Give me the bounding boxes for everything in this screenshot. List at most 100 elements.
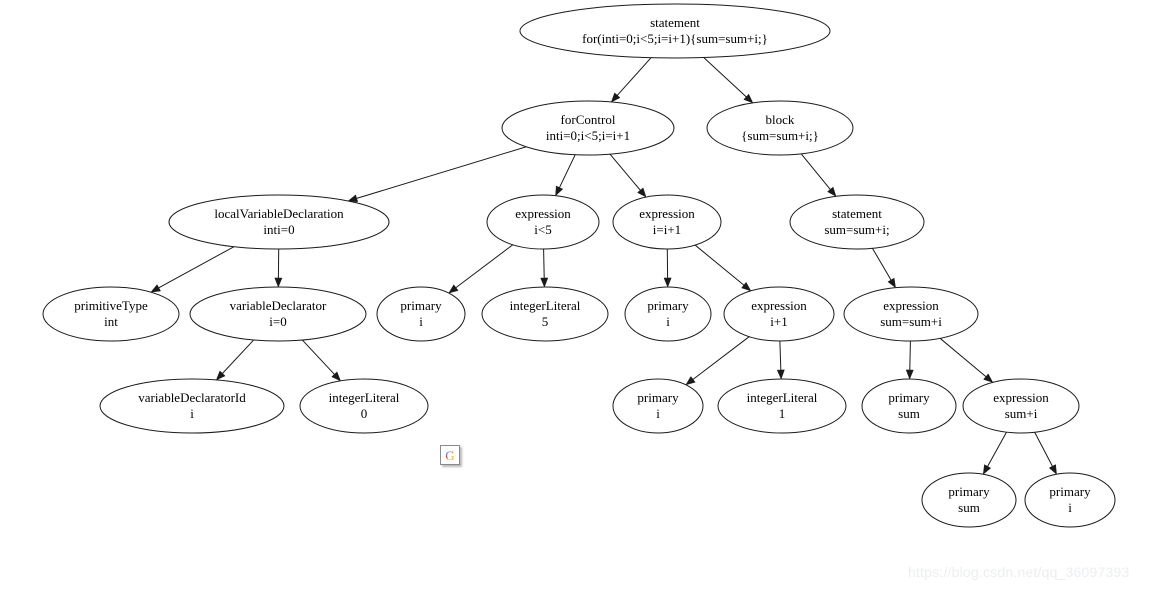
node-ellipse <box>612 378 704 434</box>
edge-line <box>909 340 911 371</box>
node-label-text: int <box>104 314 118 329</box>
node-ellipse <box>612 194 722 250</box>
node-ellipse <box>921 472 1017 528</box>
tree-edge <box>610 57 652 103</box>
tree-edge <box>1034 432 1057 475</box>
edge-arrowhead <box>637 187 647 198</box>
edge-line <box>987 431 1007 467</box>
tree-edge <box>905 340 914 380</box>
node-label-text: 0 <box>361 406 368 421</box>
node-label-text: i=0 <box>269 314 286 329</box>
edge-arrowhead <box>887 277 896 289</box>
node-ellipse <box>481 286 609 342</box>
node-label-text: sum=sum+i <box>880 314 942 329</box>
node-ellipse <box>299 378 429 434</box>
node-ellipse <box>717 378 847 434</box>
node-label-text: i <box>419 314 423 329</box>
edge-line <box>609 153 641 191</box>
node-label-rule: expression <box>751 298 807 313</box>
tree-edge <box>448 244 514 294</box>
node-label-text: inti=0;i<5;i=i+1 <box>546 128 630 143</box>
edge-arrowhead <box>540 277 549 288</box>
node-label-rule: expression <box>515 206 571 221</box>
node-ellipse <box>189 286 367 342</box>
node-label-text: sum=sum+i; <box>824 222 889 237</box>
edge-line <box>616 57 652 96</box>
tree-edge <box>703 57 754 104</box>
node-label-text: i <box>666 314 670 329</box>
edge-arrowhead <box>555 185 564 197</box>
node-ellipse <box>42 286 180 342</box>
edge-arrowhead <box>663 277 672 288</box>
edge-line <box>1034 432 1053 467</box>
node-label-rule: integerLiteral <box>510 298 581 313</box>
edge-line <box>301 339 335 375</box>
node-label-text: 1 <box>779 406 786 421</box>
tree-edge <box>301 339 341 382</box>
tree-edge <box>694 244 752 292</box>
edge-line <box>800 153 831 190</box>
edge-arrowhead <box>610 92 621 103</box>
node-label-rule: primary <box>948 484 990 499</box>
node-ellipse <box>624 286 712 342</box>
tree-edge <box>800 153 837 197</box>
edge-arrowhead <box>150 284 161 293</box>
node-label-text: sum+i <box>1005 406 1038 421</box>
tree-edge <box>871 248 896 289</box>
node-label-rule: integerLiteral <box>329 390 400 405</box>
tree-edge <box>685 336 750 386</box>
edge-line <box>694 244 745 286</box>
tree-edge <box>274 248 283 288</box>
node-label-text: sum <box>898 406 920 421</box>
tree-node[interactable]: statementfor(inti=0;i<5;i=i+1){sum=sum+i… <box>519 3 831 59</box>
node-label-text: i<5 <box>534 222 551 237</box>
tree-edge <box>982 431 1007 475</box>
node-label-rule: primitiveType <box>74 298 148 313</box>
edges-layer <box>150 57 1057 475</box>
google-g-badge[interactable]: G <box>440 445 460 465</box>
node-ellipse <box>501 100 675 156</box>
edge-arrowhead <box>982 464 992 475</box>
node-label-rule: primary <box>647 298 689 313</box>
edge-line <box>222 339 255 374</box>
edge-arrowhead <box>331 371 341 382</box>
edge-line <box>939 337 987 378</box>
node-label-rule: expression <box>993 390 1049 405</box>
edge-line <box>455 244 514 289</box>
node-label-text: i <box>1068 500 1072 515</box>
watermark-text: https://blog.csdn.net/qq_36097393 <box>908 564 1130 580</box>
edge-arrowhead <box>685 376 696 386</box>
node-ellipse <box>962 378 1080 434</box>
node-label-text: i+1 <box>770 314 787 329</box>
node-ellipse <box>486 194 600 250</box>
node-ellipse <box>99 378 285 434</box>
node-ellipse <box>168 194 390 250</box>
edge-arrowhead <box>827 186 837 197</box>
edge-arrowhead <box>347 194 359 203</box>
node-label-rule: integerLiteral <box>747 390 818 405</box>
tree-edge <box>776 340 785 380</box>
edge-arrowhead <box>983 373 994 383</box>
tree-node[interactable]: block{sum=sum+i;} <box>706 100 854 156</box>
